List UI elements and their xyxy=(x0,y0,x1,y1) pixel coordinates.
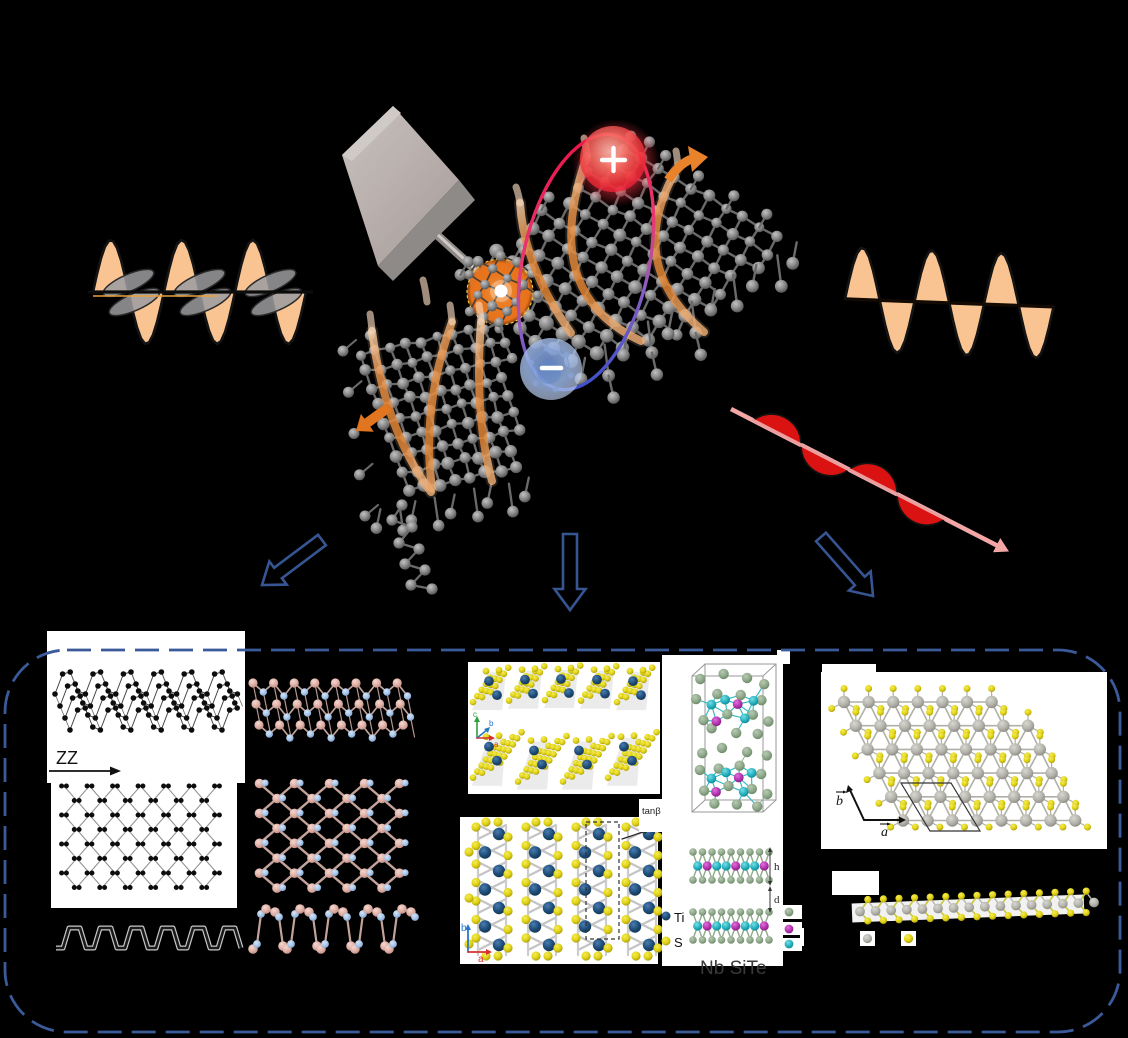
svg-text:c: c xyxy=(473,710,477,719)
svg-text:S: S xyxy=(674,935,683,950)
svg-text:ZZ: ZZ xyxy=(56,748,78,768)
svg-text:tanβ: tanβ xyxy=(642,806,661,817)
svg-text:a: a xyxy=(478,954,484,965)
svg-text:d: d xyxy=(774,894,780,906)
svg-text:h: h xyxy=(774,861,780,873)
svg-text:Nb SiTe: Nb SiTe xyxy=(700,958,767,979)
svg-text:b: b xyxy=(489,719,494,728)
svg-text:a: a xyxy=(881,825,888,840)
svg-text:b: b xyxy=(836,794,843,809)
svg-text:Ti: Ti xyxy=(674,910,684,925)
svg-text:a: a xyxy=(494,740,499,749)
svg-text:b: b xyxy=(461,923,467,934)
